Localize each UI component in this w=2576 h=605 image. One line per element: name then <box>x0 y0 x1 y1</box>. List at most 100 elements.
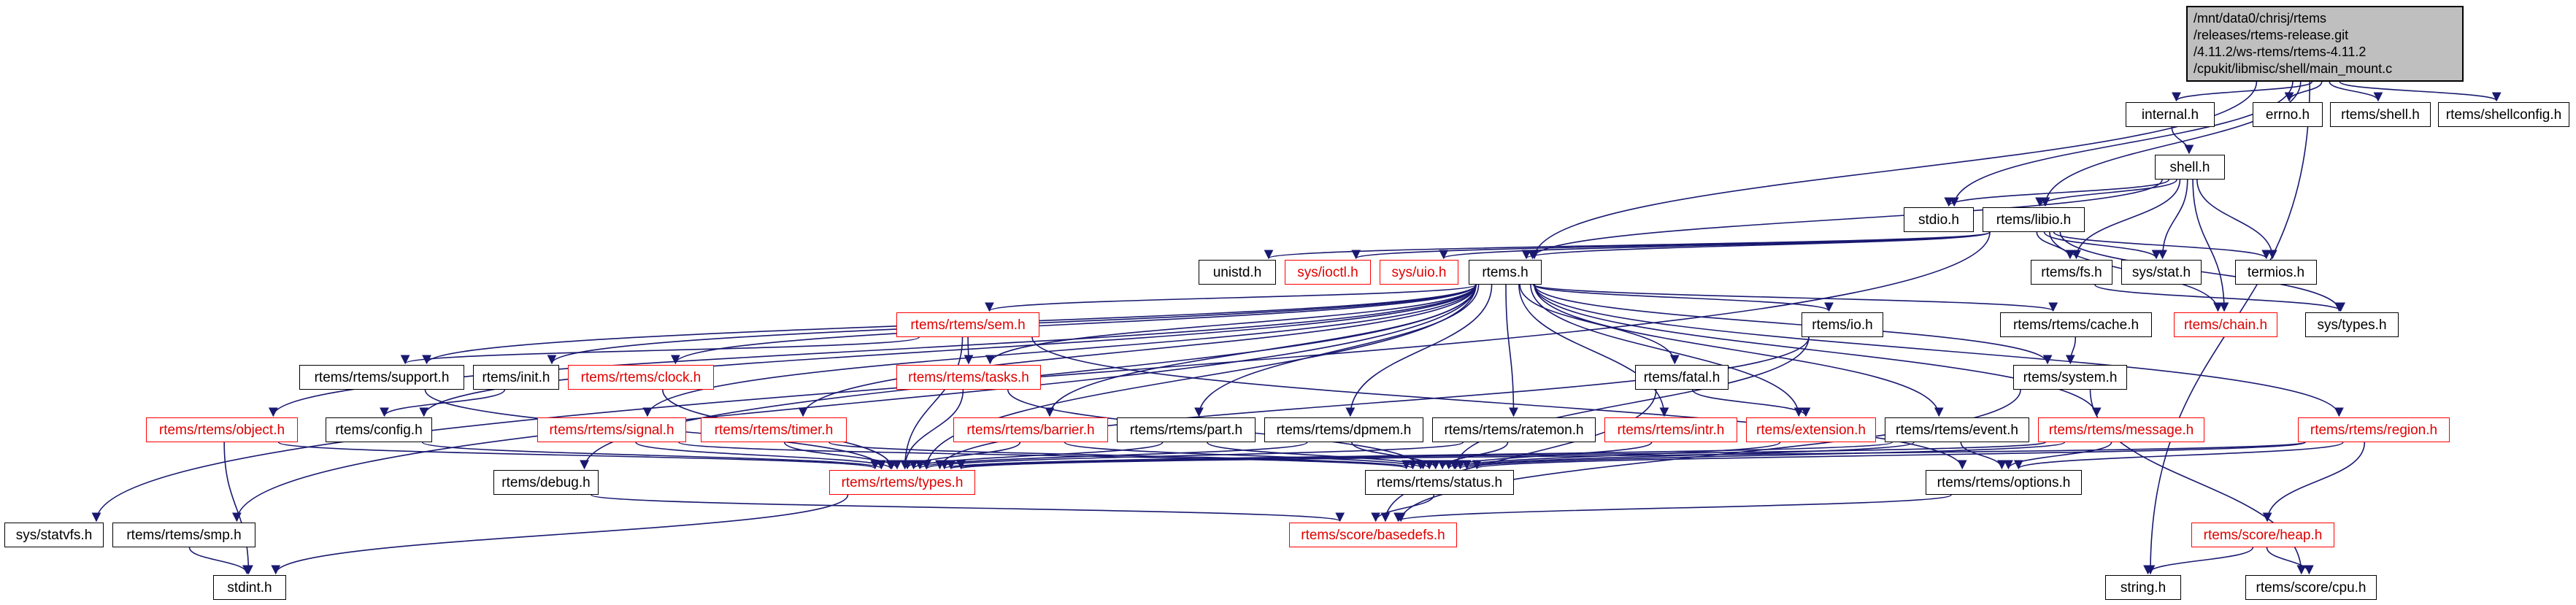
edge-rtems_h-to-rtems_extension_h <box>1530 284 1804 417</box>
edge-rtems_rtems_message_h-to-rtems_rtems_status_h <box>1462 442 2065 470</box>
edge-rtems_h-to-rtems_rtems_sem_h <box>985 284 1477 312</box>
edge-rtems_rtems_region_h-to-rtems_score_heap_h <box>2262 442 2366 523</box>
node-termios_h[interactable]: termios.h <box>2235 260 2317 285</box>
edge-rtems_rtems_region_h-to-rtems_rtems_status_h <box>1472 442 2306 470</box>
node-rtems_debug_h[interactable]: rtems/debug.h <box>493 470 599 495</box>
edge-rtems_extension_h-to-rtems_rtems_status_h <box>1450 442 1781 470</box>
edge-rtems_rtems_message_h-to-rtems_rtems_types_h <box>947 442 2046 470</box>
edge-shell_h-to-rtems_fs_h <box>2072 179 2181 260</box>
node-rtems_rtems_dpmem_h[interactable]: rtems/rtems/dpmem.h <box>1264 417 1423 442</box>
root-label-line: /mnt/data0/chrisj/rtems <box>2194 11 2327 26</box>
edge-rtems_rtems_object_h-to-rtems_rtems_types_h <box>277 442 880 470</box>
node-internal_h[interactable]: internal.h <box>2126 102 2215 127</box>
edge-rtems_libio_h-to-sys_stat_h <box>2043 231 2161 260</box>
node-sys_statvfs_h[interactable]: sys/statvfs.h <box>4 523 104 547</box>
node-rtems_rtems_part_h[interactable]: rtems/rtems/part.h <box>1117 417 1256 442</box>
node-rtems_rtems_intr_h[interactable]: rtems/rtems/intr.h <box>1604 417 1737 442</box>
edge-shell_h-to-termios_h <box>2196 179 2277 260</box>
edge-rtems_rtems_signal_h-to-rtems_rtems_status_h <box>678 442 1411 470</box>
node-rtems_score_cpu_h[interactable]: rtems/score/cpu.h <box>2245 575 2377 600</box>
edge-rtems_h-to-rtems_rtems_tasks_h <box>985 284 1477 365</box>
node-shell_h[interactable]: shell.h <box>2155 155 2225 180</box>
edge-main-to-rtems_libio_h <box>2040 81 2302 207</box>
edge-rtems_debug_h-to-rtems_score_basedefs_h <box>591 494 1345 523</box>
edge-rtems_h-to-rtems_rtems_signal_h <box>642 284 1477 417</box>
node-rtems_system_h[interactable]: rtems/system.h <box>2013 365 2127 390</box>
node-rtems_extension_h[interactable]: rtems/extension.h <box>1746 417 1876 442</box>
node-rtems_rtems_object_h[interactable]: rtems/rtems/object.h <box>146 417 298 442</box>
edge-rtems_rtems_smp_h-to-stdint_h <box>188 547 252 575</box>
edge-rtems_fatal_h-to-rtems_extension_h <box>1691 389 1811 417</box>
node-rtems_shellconfig_h[interactable]: rtems/shellconfig.h <box>2438 102 2569 127</box>
node-rtems_rtems_smp_h[interactable]: rtems/rtems/smp.h <box>112 523 255 547</box>
node-rtems_config_h[interactable]: rtems/config.h <box>326 417 432 442</box>
node-rtems_score_basedefs_h[interactable]: rtems/score/basedefs.h <box>1289 523 1457 547</box>
edge-rtems_rtems_cache_h-to-rtems_system_h <box>2065 336 2077 365</box>
node-rtems_fs_h[interactable]: rtems/fs.h <box>2031 260 2112 285</box>
node-rtems_init_h[interactable]: rtems/init.h <box>473 365 559 390</box>
edge-main-to-rtems_shell_h <box>2329 81 2383 102</box>
node-sys_uio_h[interactable]: sys/uio.h <box>1380 260 1458 285</box>
node-rtems_rtems_timer_h[interactable]: rtems/rtems/timer.h <box>701 417 847 442</box>
edge-rtems_h-to-rtems_rtems_intr_h <box>1518 284 1669 417</box>
node-stdint_h[interactable]: stdint.h <box>213 575 286 600</box>
edge-rtems_libio_h-to-rtems_fs_h <box>2036 231 2075 260</box>
node-rtems_io_h[interactable]: rtems/io.h <box>1802 312 1883 337</box>
node-stdio_h[interactable]: stdio.h <box>1904 207 1974 232</box>
edge-rtems_h-to-rtems_rtems_event_h <box>1534 284 1944 417</box>
edge-rtems_h-to-rtems_rtems_ratemon_h <box>1505 284 1518 417</box>
node-rtems_rtems_message_h[interactable]: rtems/rtems/message.h <box>2038 417 2204 442</box>
node-string_h[interactable]: string.h <box>2105 575 2181 600</box>
node-rtems_rtems_options_h[interactable]: rtems/rtems/options.h <box>1926 470 2082 495</box>
node-rtems_rtems_types_h[interactable]: rtems/rtems/types.h <box>829 470 975 495</box>
edge-rtems_rtems_ratemon_h-to-rtems_rtems_types_h <box>922 442 1464 470</box>
edge-rtems_h-to-rtems_rtems_dpmem_h <box>1345 284 1493 417</box>
edge-rtems_rtems_options_h-to-rtems_score_basedefs_h <box>1393 494 1952 523</box>
edge-main-to-internal_h <box>2172 81 2313 102</box>
node-rtems_score_heap_h[interactable]: rtems/score/heap.h <box>2191 523 2334 547</box>
graph-root-source-file: /mnt/data0/chrisj/rtems/releases/rtems-r… <box>2186 6 2464 82</box>
node-rtems_libio_h[interactable]: rtems/libio.h <box>1983 207 2085 232</box>
edge-shell_h-to-rtems_libio_h <box>2035 179 2177 207</box>
edge-shell_h-to-rtems_chain_h <box>2192 179 2229 312</box>
edge-rtems_rtems_dpmem_h-to-rtems_rtems_status_h <box>1351 442 1441 470</box>
node-rtems_h[interactable]: rtems.h <box>1469 260 1542 285</box>
node-rtems_rtems_ratemon_h[interactable]: rtems/rtems/ratemon.h <box>1432 417 1596 442</box>
node-rtems_rtems_signal_h[interactable]: rtems/rtems/signal.h <box>537 417 686 442</box>
node-rtems_rtems_clock_h[interactable]: rtems/rtems/clock.h <box>568 365 714 390</box>
node-rtems_chain_h[interactable]: rtems/chain.h <box>2174 312 2277 337</box>
edge-rtems_system_h-to-rtems_score_basedefs_h <box>1396 389 2021 523</box>
edge-rtems_h-to-rtems_config_h <box>419 284 1477 417</box>
node-sys_types_h[interactable]: sys/types.h <box>2305 312 2399 337</box>
edge-rtems_score_heap_h-to-rtems_score_cpu_h <box>2266 547 2314 575</box>
edge-rtems_rtems_event_h-to-rtems_rtems_types_h <box>940 442 1893 470</box>
root-label-line: /4.11.2/ws-rtems/rtems-4.11.2 <box>2194 45 2367 59</box>
node-unistd_h[interactable]: unistd.h <box>1199 260 1276 285</box>
node-rtems_rtems_cache_h[interactable]: rtems/rtems/cache.h <box>2000 312 2152 337</box>
edge-main-to-rtems_shellconfig_h <box>2339 81 2502 102</box>
edge-rtems_h-to-rtems_rtems_timer_h <box>798 284 1477 417</box>
node-errno_h[interactable]: errno.h <box>2253 102 2323 127</box>
edge-rtems_rtems_region_h-to-rtems_rtems_types_h <box>957 442 2306 470</box>
edge-rtems_rtems_dpmem_h-to-rtems_rtems_types_h <box>915 442 1308 470</box>
node-rtems_rtems_barrier_h[interactable]: rtems/rtems/barrier.h <box>953 417 1108 442</box>
edge-shell_h-to-stdio_h <box>1944 179 2170 207</box>
node-rtems_rtems_event_h[interactable]: rtems/rtems/event.h <box>1885 417 2029 442</box>
root-label-line: /releases/rtems-release.git <box>2194 28 2349 42</box>
node-rtems_rtems_tasks_h[interactable]: rtems/rtems/tasks.h <box>896 365 1041 390</box>
edge-rtems_rtems_sem_h-to-rtems_rtems_tasks_h <box>964 336 974 365</box>
edge-rtems_score_heap_h-to-string_h <box>2143 547 2254 575</box>
node-sys_ioctl_h[interactable]: sys/ioctl.h <box>1285 260 1371 285</box>
edge-rtems_rtems_barrier_h-to-rtems_rtems_status_h <box>1064 442 1428 470</box>
edge-rtems_rtems_object_h-to-stdint_h <box>223 442 253 575</box>
node-rtems_shell_h[interactable]: rtems/shell.h <box>2330 102 2431 127</box>
node-rtems_fatal_h[interactable]: rtems/fatal.h <box>1635 365 1729 390</box>
edge-rtems_h-to-rtems_rtems_message_h <box>1534 284 2102 417</box>
node-rtems_rtems_support_h[interactable]: rtems/rtems/support.h <box>299 365 464 390</box>
node-rtems_rtems_sem_h[interactable]: rtems/rtems/sem.h <box>896 312 1039 337</box>
edge-rtems_h-to-rtems_rtems_cache_h <box>1534 284 2058 312</box>
edge-rtems_rtems_barrier_h-to-rtems_rtems_types_h <box>902 442 1021 470</box>
node-rtems_rtems_status_h[interactable]: rtems/rtems/status.h <box>1365 470 1514 495</box>
node-sys_stat_h[interactable]: sys/stat.h <box>2121 260 2202 285</box>
node-rtems_rtems_region_h[interactable]: rtems/rtems/region.h <box>2298 417 2450 442</box>
